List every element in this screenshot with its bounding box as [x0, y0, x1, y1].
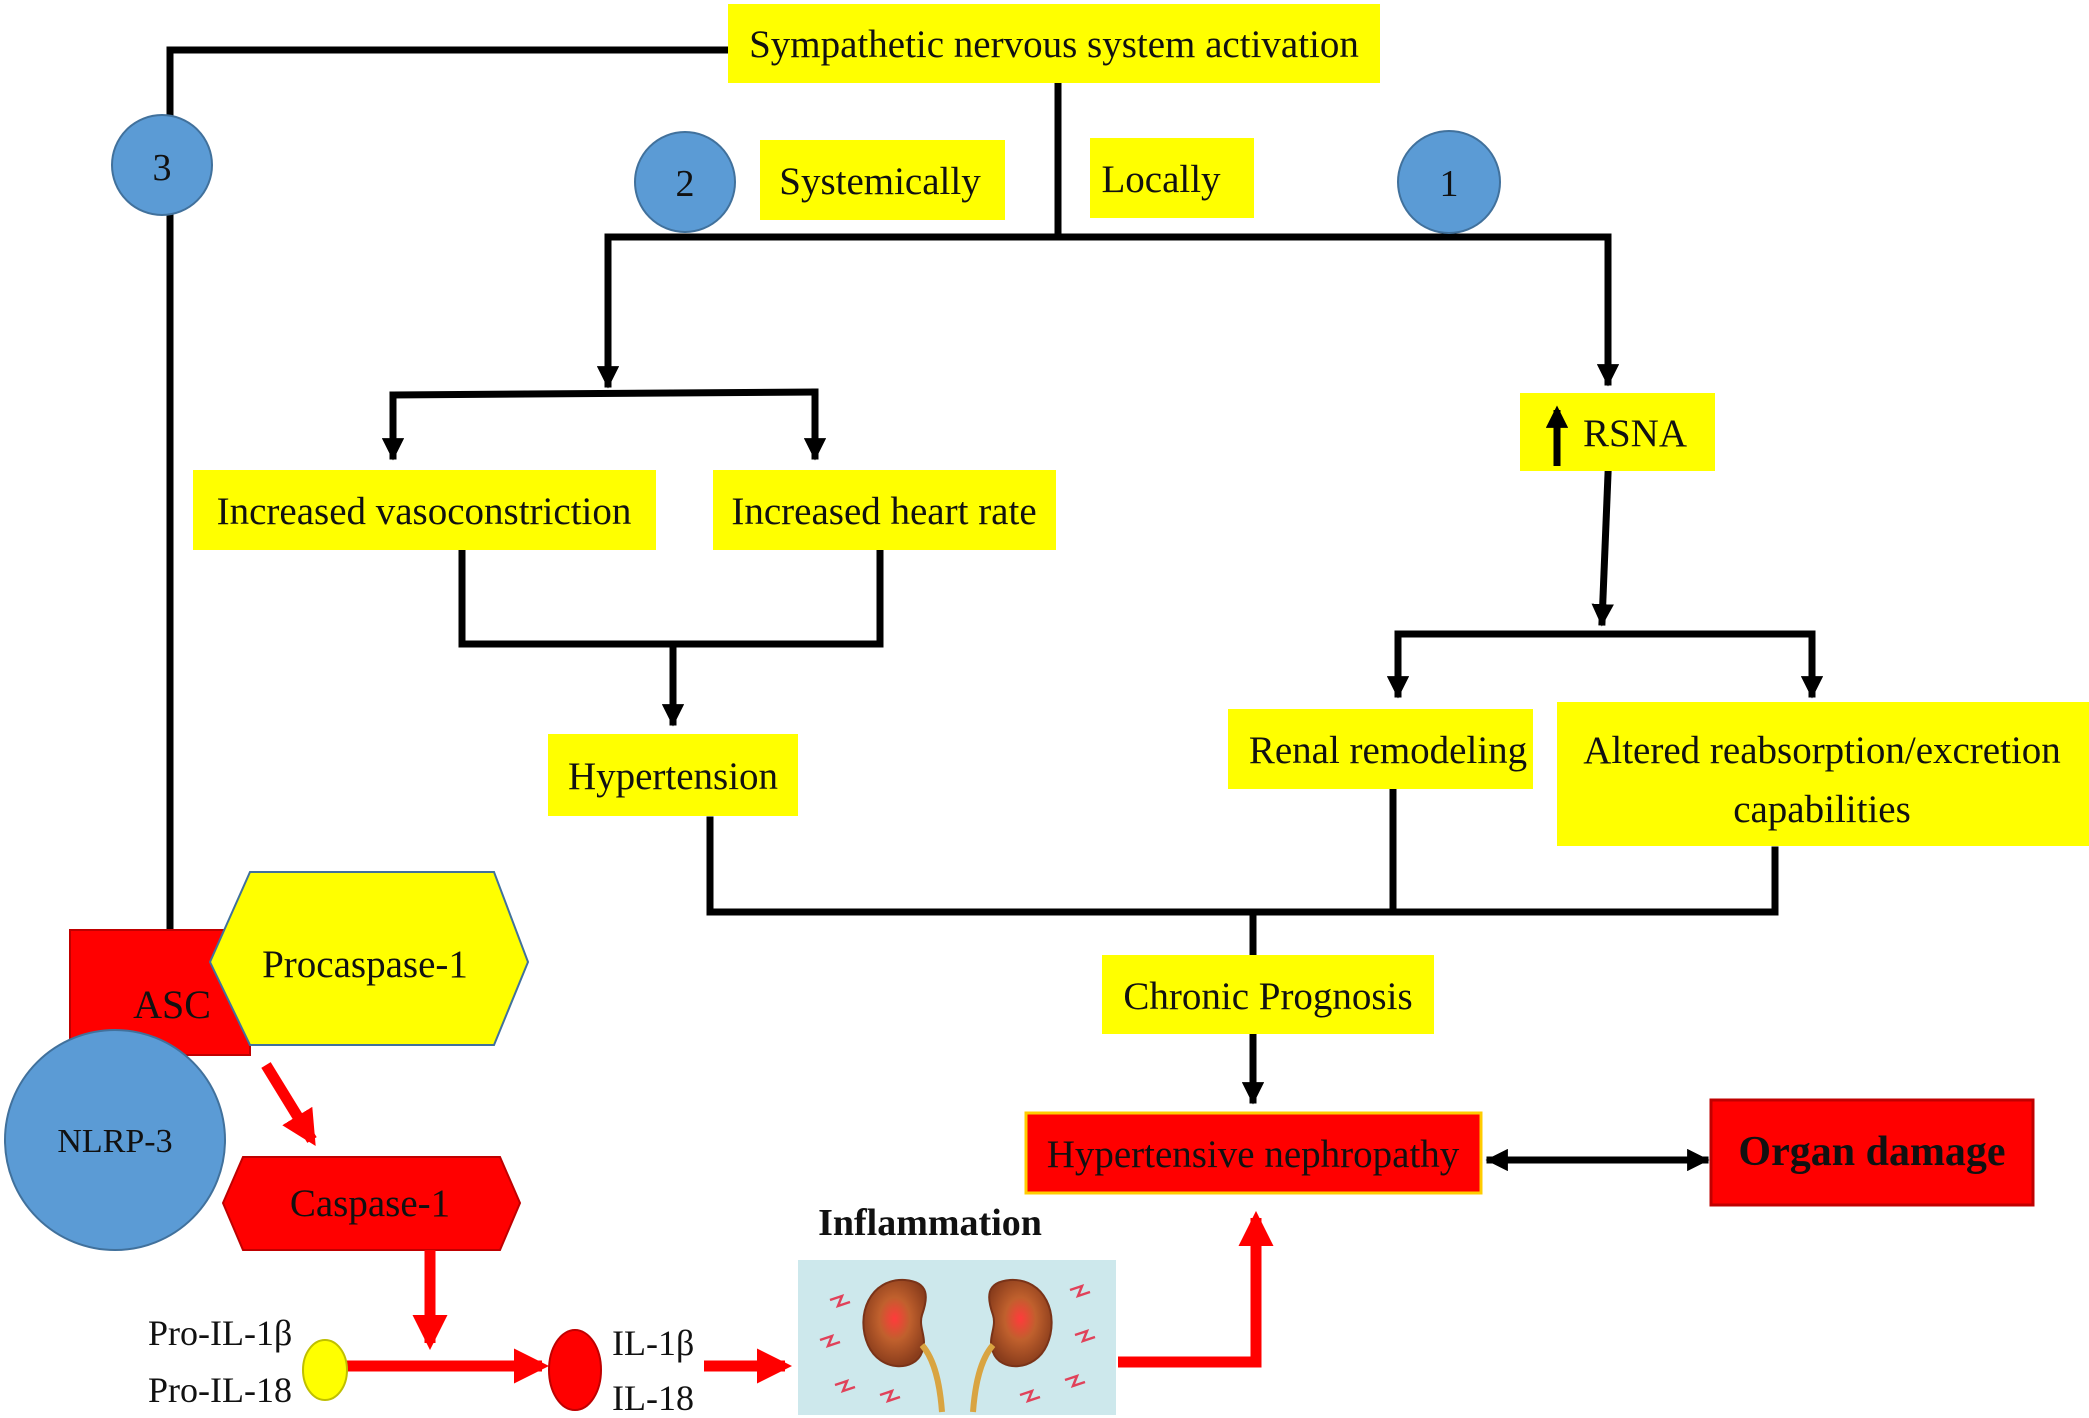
- label-hypertension: Hypertension: [568, 755, 778, 798]
- box-locally: Locally: [1090, 138, 1254, 218]
- box-systemically: Systemically: [760, 140, 1005, 220]
- label-il18: IL-18: [612, 1378, 694, 1418]
- label-caspase: Caspase-1: [290, 1182, 450, 1225]
- label-reabsorption-line1: Altered reabsorption/excretion: [1583, 729, 2061, 772]
- label-procaspase: Procaspase-1: [262, 943, 468, 986]
- label-chronic-prognosis: Chronic Prognosis: [1123, 975, 1412, 1018]
- pathway-marker-3: 3: [111, 114, 213, 216]
- circle-nlrp3: NLRP-3: [4, 1029, 226, 1251]
- hexagon-procaspase: Procaspase-1: [208, 871, 530, 1046]
- label-hypertensive-nephropathy: Hypertensive nephropathy: [1047, 1133, 1460, 1176]
- box-rsna: RSNA: [1520, 393, 1715, 471]
- black-connectors: [166, 46, 1824, 1172]
- inflamed-kidneys-icon: [798, 1260, 1116, 1415]
- label-vasoconstriction: Increased vasoconstriction: [217, 490, 632, 533]
- label-pro-il1b: Pro-IL-1β: [148, 1313, 292, 1353]
- arrow-to-caspase: [261, 1062, 317, 1147]
- svg-text:3: 3: [153, 147, 172, 189]
- svg-text:2: 2: [676, 163, 695, 205]
- connector-systemic-split: [389, 388, 819, 399]
- pathway-marker-2: 2: [634, 131, 736, 233]
- box-sympathetic-activation: Sympathetic nervous system activation: [728, 4, 1380, 83]
- label-heart-rate: Increased heart rate: [731, 490, 1036, 533]
- mature-cytokine-dot: [548, 1329, 602, 1411]
- connector-rsna-down: [1591, 470, 1614, 627]
- red-connectors: [261, 1062, 1274, 1384]
- box-hypertensive-nephropathy: Hypertensive nephropathy: [1024, 1111, 1483, 1195]
- label-nlrp3: NLRP-3: [57, 1123, 172, 1160]
- hexagon-caspase: Caspase-1: [221, 1156, 522, 1251]
- label-pro-il18: Pro-IL-18: [148, 1370, 292, 1410]
- label-reabsorption-line2: capabilities: [1733, 788, 1911, 831]
- box-chronic-prognosis: Chronic Prognosis: [1102, 955, 1434, 1034]
- label-organ-damage: Organ damage: [1738, 1129, 2005, 1175]
- label-inflammation: Inflammation: [818, 1202, 1042, 1244]
- label-asc: ASC: [133, 982, 211, 1027]
- label-il1b: IL-1β: [612, 1323, 694, 1363]
- label-locally: Locally: [1101, 158, 1221, 201]
- arrow-to-nephropathy-red: [1118, 1210, 1274, 1368]
- connector-pathway-3: [166, 46, 729, 934]
- pathway-marker-1: 1: [1397, 130, 1501, 234]
- box-reabsorption: Altered reabsorption/excretion capabilit…: [1557, 702, 2089, 846]
- box-heart-rate: Increased heart rate: [713, 470, 1056, 550]
- box-vasoconstriction: Increased vasoconstriction: [193, 470, 656, 550]
- label-sympathetic-activation: Sympathetic nervous system activation: [749, 23, 1359, 66]
- label-systemically: Systemically: [779, 160, 981, 203]
- svg-text:1: 1: [1440, 163, 1459, 205]
- label-renal-remodeling: Renal remodeling: [1249, 729, 1527, 772]
- mature-cytokines: IL-1β IL-18: [548, 1323, 694, 1418]
- pro-cytokines: Pro-IL-1β Pro-IL-18: [148, 1313, 348, 1410]
- box-organ-damage: Organ damage: [1709, 1098, 2035, 1207]
- label-rsna: RSNA: [1583, 412, 1687, 455]
- box-hypertension: Hypertension: [548, 734, 798, 816]
- pro-cytokine-dot: [302, 1339, 348, 1401]
- box-renal-remodeling: Renal remodeling: [1228, 709, 1533, 789]
